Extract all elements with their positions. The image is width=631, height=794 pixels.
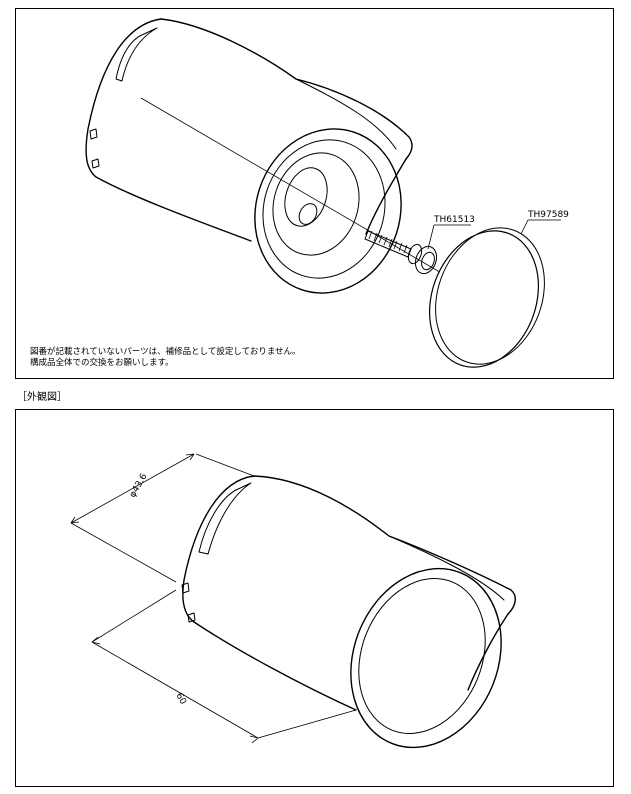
spout-body bbox=[85, 18, 413, 294]
part-label-screw: TH61513 bbox=[433, 215, 475, 225]
cap-part bbox=[428, 227, 545, 368]
diameter-value: φ43.6 bbox=[128, 472, 150, 500]
note-line-2: 構成品全体での交換をお願いします。 bbox=[30, 358, 174, 368]
center-axis-line bbox=[140, 97, 487, 300]
external-view-label: ［外観図］ bbox=[17, 392, 67, 403]
screw-part bbox=[364, 230, 438, 275]
length-value: 60 bbox=[173, 692, 188, 707]
exploded-view-panel: TH61513 TH97589 図番が記載されていないパーツは、補修品として設定… bbox=[15, 8, 614, 379]
diameter-dimension: φ43.6 bbox=[70, 453, 255, 583]
note-line-1: 図番が記載されていないパーツは、補修品として設定しておりません。 bbox=[30, 347, 301, 357]
exploded-view-drawing: TH61513 TH97589 bbox=[85, 18, 569, 368]
external-view-drawing: φ43.6 60 bbox=[70, 453, 516, 749]
length-dimension: 60 bbox=[91, 589, 357, 744]
leader-cap bbox=[520, 219, 561, 235]
external-view-panel: φ43.6 60 bbox=[15, 409, 614, 787]
leader-screw bbox=[427, 224, 471, 250]
spout-body-outline bbox=[181, 475, 516, 749]
part-label-cap: TH97589 bbox=[527, 210, 569, 220]
